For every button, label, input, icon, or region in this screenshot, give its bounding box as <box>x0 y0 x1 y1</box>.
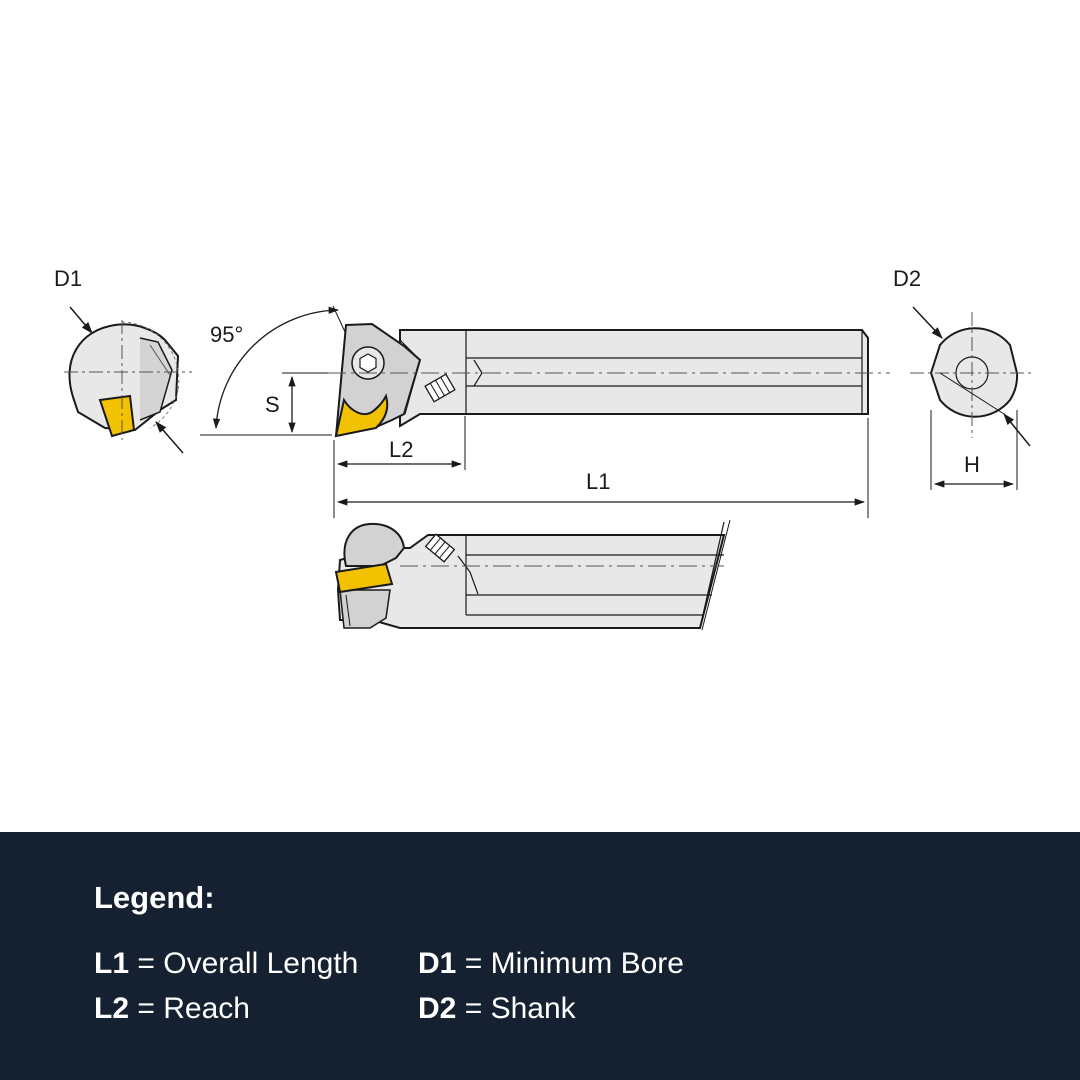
d2-arrow-upper <box>912 306 943 339</box>
d1-label: D1 <box>54 266 82 291</box>
side-view-insert <box>334 393 389 438</box>
top-coolant-nozzle <box>424 533 456 563</box>
legend-item-d1: D1 = Minimum Bore <box>418 947 684 980</box>
l1-label: L1 <box>586 469 610 494</box>
boring-bar-side-view <box>328 322 890 438</box>
h-label: H <box>964 452 980 477</box>
front-view-insert <box>98 394 136 438</box>
s-label: S <box>265 392 280 417</box>
d1-arrow-lower <box>155 421 184 454</box>
legend-item-l1: L1 = Overall Length <box>94 947 359 980</box>
boring-bar-top-view <box>334 519 731 631</box>
length-dimensions: L2 L1 <box>333 416 869 518</box>
legend-panel: Legend: L1 = Overall Length D1 = Minimum… <box>0 832 1080 1080</box>
legend-item-l2: L2 = Reach <box>94 992 250 1025</box>
d1-arrow-upper <box>69 306 93 334</box>
d2-label: D2 <box>893 266 921 291</box>
angle-annotation: 95° <box>200 305 347 436</box>
legend-item-d2: D2 = Shank <box>418 992 576 1025</box>
shank-end-view: D2 H <box>893 266 1032 490</box>
l2-label: L2 <box>389 437 413 462</box>
tool-drawing: D1 95° S <box>54 266 1032 631</box>
front-end-view: D1 <box>54 266 192 454</box>
coolant-nozzle <box>424 373 456 403</box>
legend-title: Legend: <box>94 880 215 915</box>
s-dimension: S <box>265 372 330 434</box>
angle-label: 95° <box>210 322 243 347</box>
top-view-insert <box>334 562 394 594</box>
